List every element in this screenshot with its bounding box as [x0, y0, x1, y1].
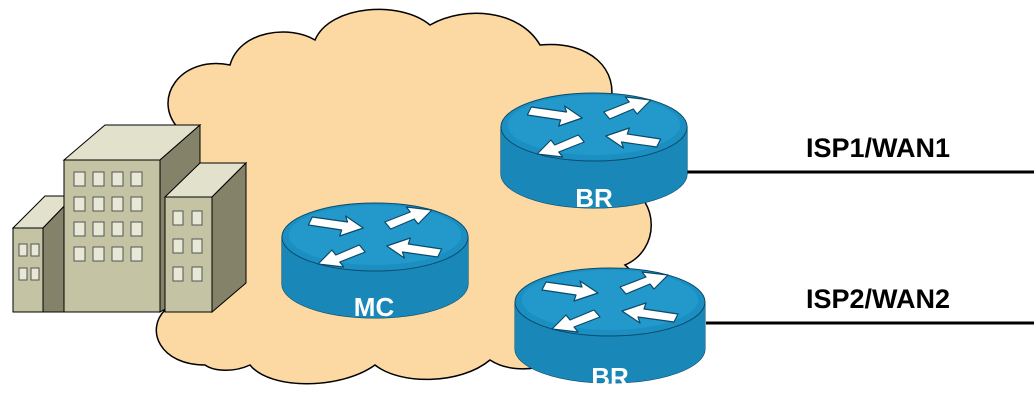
br2-router-label: BR	[591, 362, 629, 392]
br1-router-label: BR	[575, 183, 613, 213]
mc-router-label: MC	[354, 292, 395, 322]
building-icon	[11, 123, 248, 314]
wan1-link-label: ISP1/WAN1	[806, 133, 950, 163]
wan2-link-label: ISP2/WAN2	[806, 284, 950, 314]
